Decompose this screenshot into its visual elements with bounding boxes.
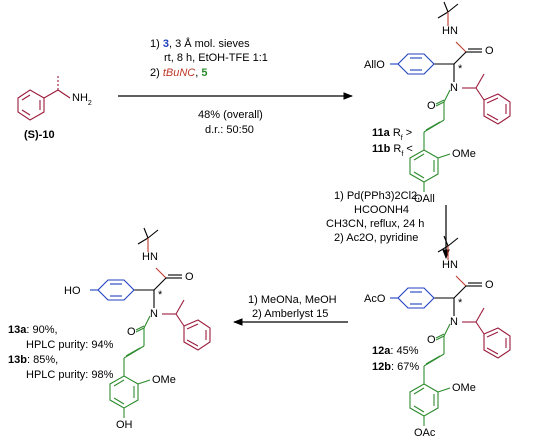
svg-text:1) MeONa, MeOH: 1) MeONa, MeOH — [248, 294, 337, 306]
svg-text:HN: HN — [142, 251, 158, 263]
svg-text:N: N — [150, 308, 158, 320]
svg-text:HN: HN — [442, 25, 458, 37]
step1: 1) 3, 3 Å mol. sieves rt, 8 h, EtOH-TFE … — [118, 37, 353, 136]
label-12b: 12b: 67% — [372, 361, 419, 373]
svg-text:O: O — [427, 100, 436, 112]
product-11: HN O N O * AllO OMe OAll — [364, 1, 511, 205]
svg-text:OMe: OMe — [452, 148, 476, 160]
purity-13b: HPLC purity: 98% — [26, 369, 114, 381]
svg-text:OAll: OAll — [414, 193, 435, 205]
step1-dr: d.r.: 50:50 — [205, 124, 254, 136]
svg-text:OMe: OMe — [452, 382, 476, 394]
svg-text:*: * — [458, 297, 463, 309]
svg-text:O: O — [485, 279, 494, 291]
step1-line3: 2) tBuNC, 5 — [150, 67, 208, 79]
svg-text:*: * — [458, 63, 463, 75]
svg-text:O: O — [485, 45, 494, 57]
step1-yield: 48% (overall) — [198, 109, 263, 121]
step3: 1) MeONa, MeOH 2) Amberlyst 15 — [233, 294, 348, 326]
svg-text:1) Pd(PPh3)2Cl2,: 1) Pd(PPh3)2Cl2, — [334, 190, 420, 202]
svg-text:N: N — [450, 82, 458, 94]
acetoxy-label: AcO — [364, 293, 386, 305]
svg-text:OH: OH — [116, 419, 133, 431]
step1-line1: 1) 3, 3 Å mol. sieves — [150, 37, 250, 50]
step2: 1) Pd(PPh3)2Cl2, HCOONH4 CH3CN, reflux, … — [326, 190, 450, 259]
svg-text:OAc: OAc — [414, 427, 436, 439]
svg-text:HCOONH4: HCOONH4 — [354, 204, 409, 216]
svg-text:O: O — [185, 271, 194, 283]
label-12a: 12a: 45% — [372, 345, 419, 357]
purity-13a: HPLC purity: 94% — [26, 339, 114, 351]
svg-text:2) Ac2O, pyridine: 2) Ac2O, pyridine — [334, 232, 418, 244]
svg-text:*: * — [158, 289, 163, 301]
product-13: HN O N O * HO OMe OH — [64, 227, 211, 431]
allyl-oxy-label: AllO — [364, 59, 385, 71]
hydroxy-label: HO — [64, 285, 81, 297]
label-11b: 11b Rf < — [372, 143, 413, 158]
svg-text:HN: HN — [442, 259, 458, 271]
label-13a: 13a: 90%, — [8, 324, 58, 336]
label-13b: 13b: 85%, — [8, 354, 58, 366]
label-11a: 11a Rf > — [372, 127, 412, 142]
svg-text:OMe: OMe — [152, 374, 176, 386]
amine-nh2-label: NH2 — [72, 92, 92, 107]
compound-s10-label: (S)-10 — [24, 129, 55, 141]
svg-text:O: O — [427, 334, 436, 346]
step1-line2: rt, 8 h, EtOH-TFE 1:1 — [164, 52, 268, 64]
svg-text:N: N — [450, 316, 458, 328]
svg-text:O: O — [127, 326, 136, 338]
svg-text:CH3CN, reflux, 24 h: CH3CN, reflux, 24 h — [326, 218, 424, 230]
amine-s10: NH2 (S)-10 — [17, 75, 92, 141]
product-12: HN O N O * AcO OMe OAc — [364, 235, 511, 439]
svg-text:2) Amberlyst 15: 2) Amberlyst 15 — [252, 308, 328, 320]
